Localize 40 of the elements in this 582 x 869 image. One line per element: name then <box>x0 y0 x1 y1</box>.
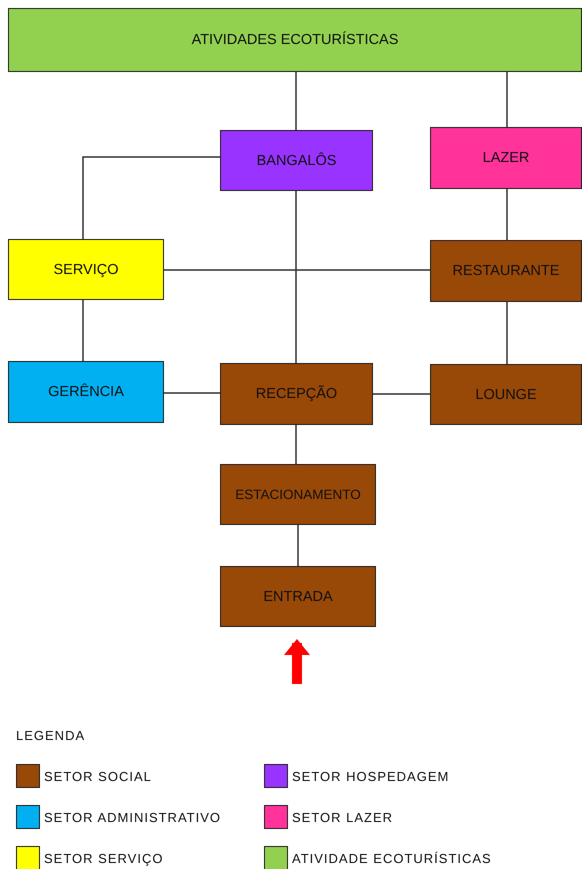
legend-label: SETOR HOSPEDAGEM <box>292 769 450 784</box>
box-label: ESTACIONAMENTO <box>235 487 361 502</box>
process-box <box>430 364 582 425</box>
connector-line <box>164 269 430 271</box>
process-box <box>8 239 164 300</box>
box-label: LOUNGE <box>475 386 537 402</box>
box-label: SERVIÇO <box>53 262 118 278</box>
connector-line <box>82 156 220 239</box>
process-box <box>220 363 373 425</box>
legend-label: SETOR ADMINISTRATIVO <box>44 810 221 825</box>
connector-line <box>506 72 508 127</box>
box-label: RECEPÇÃO <box>256 386 338 402</box>
legend-label: ATIVIDADE ECOTURÍSTICAS <box>292 851 492 866</box>
connector-line <box>373 393 430 395</box>
connector-line <box>295 191 297 363</box>
connector-line <box>295 425 297 464</box>
box-label: BANGALÔS <box>256 152 336 168</box>
box-label: LAZER <box>482 150 530 166</box>
box-label: RESTAURANTE <box>452 263 560 279</box>
connector-line <box>295 72 297 130</box>
process-box <box>220 566 376 627</box>
connector-line <box>164 392 220 394</box>
process-box <box>430 127 582 189</box>
process-box <box>8 8 582 72</box>
process-box <box>220 130 373 191</box>
legend-label: SETOR SOCIAL <box>44 769 152 784</box>
box-label: ENTRADA <box>263 588 333 604</box>
arrow <box>284 639 310 684</box>
box-label: ATIVIDADES ECOTURÍSTICAS <box>192 32 398 48</box>
legend-label: SETOR LAZER <box>292 810 394 825</box>
legend-title: LEGENDA <box>16 728 86 743</box>
process-box <box>8 361 164 423</box>
connector-line <box>82 300 84 361</box>
connector-line <box>506 302 508 364</box>
connector-line <box>506 189 508 240</box>
connector-line <box>297 525 299 566</box>
process-box <box>430 240 582 302</box>
box-label: GERÊNCIA <box>48 384 124 400</box>
legend-label: SETOR SERVIÇO <box>44 851 164 866</box>
process-box <box>220 464 376 525</box>
